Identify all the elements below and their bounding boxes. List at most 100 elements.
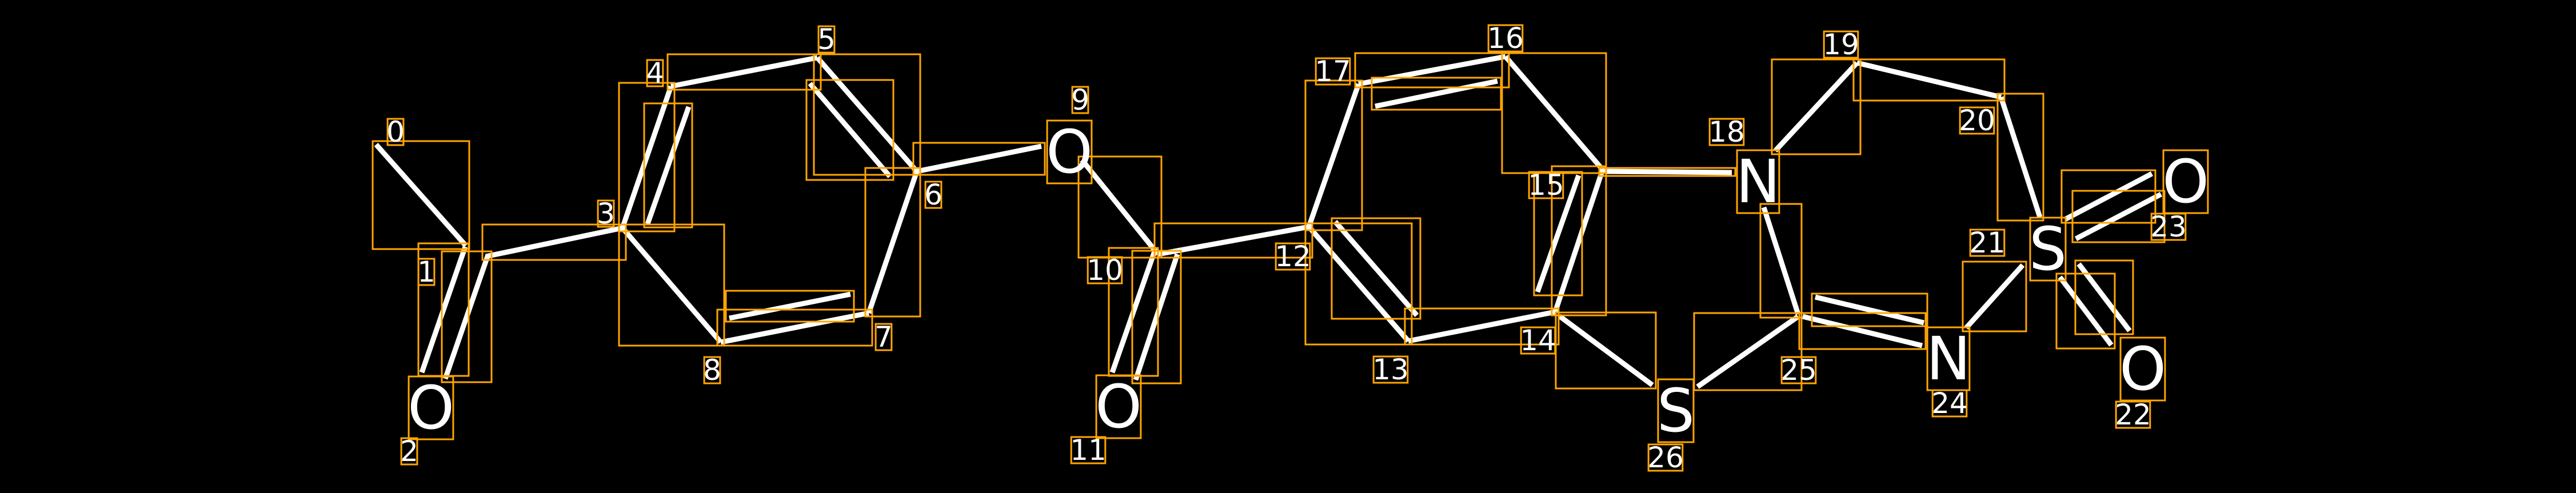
label-bounding-box (703, 356, 721, 384)
atom-index-label: 19 (1823, 28, 1859, 61)
bond-bounding-box (1771, 58, 1862, 155)
bond-bounding-box (1304, 79, 1363, 231)
label-bounding-box (408, 375, 454, 440)
bond-bounding-box (1811, 292, 1928, 327)
atom-symbol: O (408, 373, 454, 443)
label-bounding-box (417, 258, 436, 286)
bond-bounding-box (372, 140, 470, 250)
bond-line (866, 170, 920, 314)
atom-symbol: O (1095, 372, 1142, 442)
bond-line (645, 106, 692, 225)
atom-index-label: 4 (646, 57, 664, 90)
atom-symbol: N (1926, 324, 1971, 394)
bond-line (1109, 250, 1157, 374)
bond-bounding-box (1404, 307, 1560, 346)
bond-line (1503, 55, 1605, 171)
bond-bounding-box (1798, 312, 1927, 350)
bond-line (1802, 314, 1923, 348)
atom-index-label: 2 (400, 435, 418, 468)
bond-line (1557, 314, 1654, 387)
atom-index-label: 15 (1528, 169, 1564, 202)
atom-index-label: 26 (1647, 441, 1684, 474)
atom-symbol: O (2119, 334, 2166, 404)
label-bounding-box (1071, 86, 1089, 114)
label-bounding-box (1823, 30, 1859, 59)
label-bounding-box (400, 437, 418, 466)
bond-bounding-box (618, 223, 725, 347)
label-bounding-box (2029, 217, 2067, 282)
label-bounding-box (2150, 213, 2187, 241)
bond-line (808, 82, 892, 178)
bond-line (419, 246, 468, 374)
bond-line (1773, 61, 1859, 153)
bond-bounding-box (1131, 250, 1182, 384)
atom-index-label: 24 (1931, 387, 1968, 420)
bond-line (1306, 83, 1361, 228)
bond-bounding-box (1331, 217, 1421, 320)
atom-index-label: 25 (1780, 354, 1817, 387)
atoms-layer: 01O2345678O910O11121314151617N181920S21O… (386, 22, 2209, 474)
bond-bounding-box (643, 102, 693, 229)
label-bounding-box (386, 118, 405, 146)
bond-bounding-box (813, 53, 921, 176)
label-bounding-box (1657, 378, 1695, 443)
bond-bounding-box (864, 167, 921, 318)
bond-bounding-box (1759, 203, 1803, 319)
label-bounding-box (924, 181, 942, 209)
atom-index-label: 16 (1487, 22, 1524, 55)
atom-index-label: 18 (1708, 115, 1745, 149)
atom-index-label: 8 (703, 354, 721, 387)
label-bounding-box (1647, 443, 1684, 472)
label-bounding-box (1969, 229, 2006, 257)
atom-index-label: 6 (924, 178, 942, 211)
bond-bounding-box (1371, 77, 1502, 111)
label-bounding-box (1708, 118, 1745, 146)
label-bounding-box (1275, 242, 1311, 271)
bond-line (729, 291, 851, 321)
bond-line (1814, 294, 1925, 326)
label-bounding-box (1931, 389, 1968, 418)
atom-symbol: O (2162, 147, 2209, 217)
bond-line (1696, 314, 1800, 389)
atom-index-label: 7 (874, 320, 893, 354)
label-bounding-box (1959, 106, 1995, 135)
atom-index-label: 9 (1071, 83, 1089, 117)
label-bounding-box (1046, 119, 1093, 185)
bond-line (1157, 224, 1309, 257)
atom-index-label: 21 (1969, 226, 2006, 259)
bond-line (1856, 60, 2002, 100)
atom-index-label: 1 (417, 255, 436, 288)
bond-line (620, 226, 723, 344)
bond-bounding-box (1598, 167, 1736, 177)
bond-line (720, 310, 869, 345)
label-bounding-box (874, 323, 893, 351)
bond-line (2063, 171, 2154, 222)
bond-bounding-box (1354, 52, 1510, 89)
bond-bounding-box (2074, 259, 2134, 335)
atom-index-label: 5 (817, 23, 836, 56)
atom-symbol: N (1736, 147, 1780, 217)
label-bounding-box (597, 199, 615, 228)
atom-index-label: 12 (1275, 240, 1311, 273)
bond-bounding-box (1693, 312, 1803, 391)
bond-line (1602, 169, 1732, 175)
bond-line (916, 143, 1042, 174)
atom-index-label: 11 (1070, 434, 1107, 467)
atom-symbol: O (1046, 117, 1093, 187)
bond-line (1080, 158, 1160, 256)
atom-index-label: 3 (597, 197, 615, 230)
bond-bounding-box (2055, 272, 2116, 350)
atom-index-label: 23 (2150, 210, 2187, 243)
bond-bounding-box (1962, 260, 2027, 332)
bond-line (442, 254, 491, 380)
bond-line (485, 225, 623, 259)
bond-line (1408, 309, 1556, 344)
bond-line (1375, 78, 1498, 109)
bond-line (1761, 206, 1801, 315)
label-bounding-box (1528, 171, 1564, 199)
bond-bounding-box (2071, 190, 2166, 243)
atom-index-label: 14 (1520, 324, 1556, 357)
bond-line (1358, 54, 1506, 87)
bond-bounding-box (725, 290, 855, 323)
